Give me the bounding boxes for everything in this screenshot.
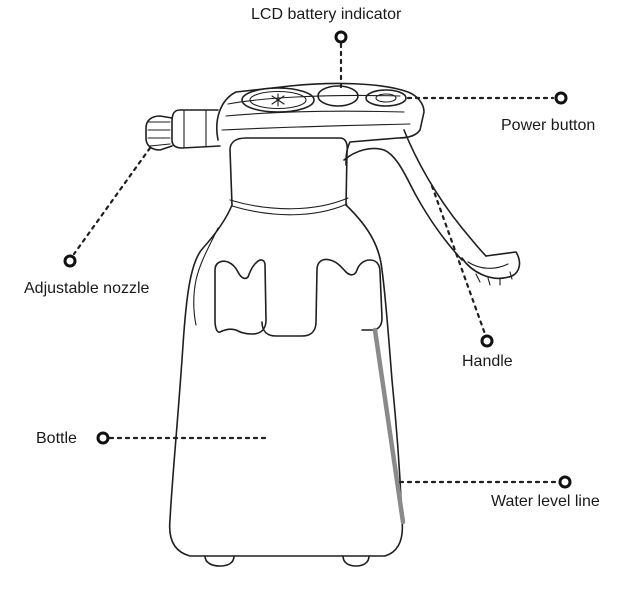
lcd-indicator-pointer xyxy=(334,30,348,44)
water-level-pointer xyxy=(558,475,572,489)
label-power-button: Power button xyxy=(501,117,596,134)
pump-head xyxy=(216,82,521,286)
label-bottle: Bottle xyxy=(36,430,77,447)
label-handle: Handle xyxy=(462,353,513,370)
label-adjustable-nozzle: Adjustable nozzle xyxy=(24,280,150,297)
bottle-windows xyxy=(214,258,383,337)
handle-pointer xyxy=(480,334,494,348)
power-button-pointer xyxy=(554,91,568,105)
nozzle xyxy=(145,109,221,151)
label-water-level-line: Water level line xyxy=(491,493,600,510)
bottle-body xyxy=(168,197,404,567)
water-level-line xyxy=(372,327,406,525)
bottle-pointer xyxy=(96,431,110,445)
label-lcd-battery-indicator: LCD battery indicator xyxy=(251,6,402,23)
nozzle-pointer xyxy=(63,254,77,268)
